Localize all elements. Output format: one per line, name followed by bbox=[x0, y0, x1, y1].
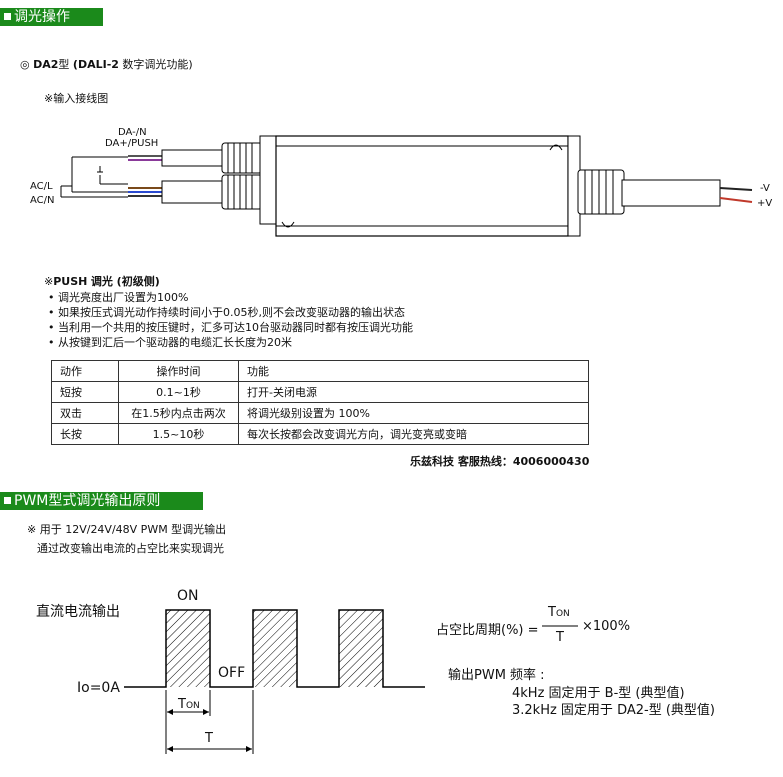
fraction-tail: ×100% bbox=[582, 619, 631, 634]
square-bullet-icon bbox=[4, 497, 11, 504]
period-label: T bbox=[205, 731, 213, 746]
pwm-freq-b: 4kHz 固定用于 B-型 (典型值) bbox=[512, 686, 685, 701]
duty-cycle-label: 占空比周期(%) = bbox=[436, 623, 539, 638]
table-cell: 短按 bbox=[51, 381, 119, 403]
fraction-denominator: T bbox=[556, 630, 564, 645]
label-da-n: DA-/N bbox=[118, 127, 147, 138]
table-header: 操作时间 bbox=[118, 360, 239, 382]
label-v-neg: -V bbox=[760, 183, 770, 194]
hotline-text: 乐兹科技 客服热线：4006000430 bbox=[410, 455, 590, 468]
square-bullet-icon bbox=[4, 13, 11, 20]
section-header-pwm: PWM型式调光输出原则 bbox=[0, 492, 203, 510]
wiring-caption: ※输入接线图 bbox=[44, 92, 109, 105]
table-cell: 打开-关闭电源 bbox=[238, 381, 589, 403]
pwm-note: ※ 用于 12V/24V/48V PWM 型调光输出 bbox=[27, 523, 227, 536]
pwm-note: 通过改变输出电流的占空比来实现调光 bbox=[37, 542, 224, 555]
table-cell: 长按 bbox=[51, 423, 119, 445]
dc-output-label: 直流电流输出 bbox=[36, 604, 120, 620]
table-cell: 双击 bbox=[51, 402, 119, 424]
io-label: Io=0A bbox=[77, 680, 120, 696]
table-cell: 每次长按都会改变调光方向，调光变亮或变暗 bbox=[238, 423, 589, 445]
ton-label: TON bbox=[178, 697, 200, 712]
table-cell: 1.5~10秒 bbox=[118, 423, 239, 445]
operations-table: 动作 操作时间 功能 短按 0.1~1秒 打开-关闭电源 双击 在1.5秒内点击… bbox=[51, 360, 589, 445]
section-title: PWM型式调光输出原则 bbox=[14, 493, 161, 509]
list-item: • 如果按压式调光动作持续时间小于0.05秒,则不会改变驱动器的输出状态 bbox=[48, 306, 405, 319]
table-row: 双击 在1.5秒内点击两次 将调光级别设置为 100% bbox=[51, 402, 589, 424]
table-cell: 将调光级别设置为 100% bbox=[238, 402, 589, 424]
da2-heading: ◎ DA2型 (DALI-2 数字调光功能) bbox=[20, 58, 193, 71]
fraction-numerator: TON bbox=[548, 605, 570, 620]
section-header-dimming: 调光操作 bbox=[0, 8, 103, 26]
list-item: • 当利用一个共用的按压键时，汇多可达10台驱动器同时都有按压调光功能 bbox=[48, 321, 413, 334]
label-ac-l: AC/L bbox=[30, 181, 53, 192]
push-bullets: • 调光亮度出厂设置为100% • 如果按压式调光动作持续时间小于0.05秒,则… bbox=[48, 290, 413, 350]
on-label: ON bbox=[177, 588, 199, 604]
push-heading: ※PUSH 调光 (初级侧) bbox=[44, 275, 160, 288]
off-label: OFF bbox=[218, 665, 246, 681]
table-row: 长按 1.5~10秒 每次长按都会改变调光方向，调光变亮或变暗 bbox=[51, 423, 589, 445]
table-header: 功能 bbox=[238, 360, 589, 382]
list-item: • 调光亮度出厂设置为100% bbox=[48, 291, 189, 304]
table-cell: 在1.5秒内点击两次 bbox=[118, 402, 239, 424]
pwm-freq-label: 输出PWM 频率 : bbox=[448, 668, 545, 683]
pwm-freq-da2: 3.2kHz 固定用于 DA2-型 (典型值) bbox=[512, 703, 715, 718]
table-row: 短按 0.1~1秒 打开-关闭电源 bbox=[51, 381, 589, 403]
label-v-pos: +V bbox=[757, 198, 773, 209]
label-da-push: DA+/PUSH bbox=[105, 138, 159, 149]
label-ac-n: AC/N bbox=[30, 195, 55, 206]
table-header-row: 动作 操作时间 功能 bbox=[51, 360, 589, 382]
table-header: 动作 bbox=[51, 360, 119, 382]
section-title: 调光操作 bbox=[14, 9, 70, 25]
list-item: • 从按键到汇后一个驱动器的电缆汇长长度为20米 bbox=[48, 336, 292, 349]
table-cell: 0.1~1秒 bbox=[118, 381, 239, 403]
